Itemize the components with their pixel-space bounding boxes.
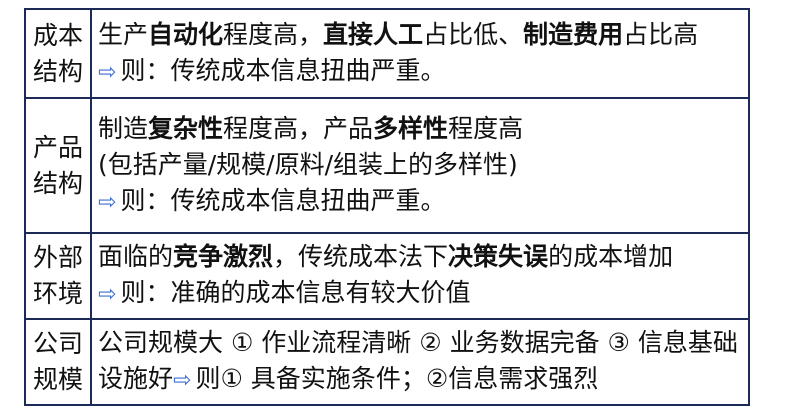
content-text: ，传统成本法下 xyxy=(273,242,449,271)
content-line: 生产自动化程度高，直接人工占比低、制造费用占比高 xyxy=(98,17,744,53)
content-line: ⇨则：传统成本信息扭曲严重。 xyxy=(98,183,744,221)
content-line: 面临的竞争激烈，传统成本法下决策失误的成本增加 xyxy=(98,239,744,275)
content-text: 则：准确的成本信息有较大价值 xyxy=(120,278,471,307)
table-row: 产品 结构 制造复杂性程度高，产品多样性程度高(包括产量/规模/原料/组装上的多… xyxy=(24,97,750,234)
content-text: 程度高 xyxy=(448,113,524,143)
content-line: 公司规模大 ① 作业流程清晰 ② 业务数据完备 ③ 信息基础 xyxy=(98,325,744,361)
row-content: 制造复杂性程度高，产品多样性程度高(包括产量/规模/原料/组装上的多样性)⇨则：… xyxy=(90,97,750,234)
row-label-line: 产品 xyxy=(32,132,83,162)
content-text: 占比低、 xyxy=(423,19,524,49)
row-label: 外部 环境 xyxy=(24,232,92,320)
emphasis-text: 直接人工 xyxy=(323,19,424,49)
factor-table-body: 成本 结构 生产自动化程度高，直接人工占比低、制造费用占比高⇨则：传统成本信息扭… xyxy=(24,8,750,406)
content-text: 则① 具备实施条件；②信息需求强烈 xyxy=(195,364,599,393)
row-content: 生产自动化程度高，直接人工占比低、制造费用占比高⇨则：传统成本信息扭曲严重。 xyxy=(90,8,750,99)
row-label: 公司 规模 xyxy=(24,318,92,406)
content-text: 程度高，产品 xyxy=(223,113,374,143)
content-line: ⇨则：传统成本信息扭曲严重。 xyxy=(98,53,744,91)
table-row: 外部 环境 面临的竞争激烈，传统成本法下决策失误的成本增加⇨则：准确的成本信息有… xyxy=(24,232,750,320)
arrow-right-icon: ⇨ xyxy=(173,368,192,393)
content-text: 生产 xyxy=(98,19,149,49)
emphasis-text: 复杂性 xyxy=(148,113,224,143)
content-line: 设施好⇨则① 具备实施条件；②信息需求强烈 xyxy=(98,361,744,399)
content-text: 制造 xyxy=(98,113,149,143)
content-line: ⇨则：准确的成本信息有较大价值 xyxy=(98,275,744,313)
content-line: (包括产量/规模/原料/组装上的多样性) xyxy=(98,147,744,183)
emphasis-text: 竞争激烈 xyxy=(173,242,274,271)
row-label: 成本 结构 xyxy=(24,8,92,99)
emphasis-text: 自动化 xyxy=(148,19,224,49)
content-text: 则：传统成本信息扭曲严重。 xyxy=(120,55,446,85)
content-text: (包括产量/规模/原料/组装上的多样性) xyxy=(98,149,518,179)
arrow-right-icon: ⇨ xyxy=(98,282,117,307)
factor-table: 成本 结构 生产自动化程度高，直接人工占比低、制造费用占比高⇨则：传统成本信息扭… xyxy=(24,8,750,406)
row-label-line: 环境 xyxy=(32,279,83,308)
row-label-line: 结构 xyxy=(32,168,83,198)
content-text: 的成本增加 xyxy=(548,242,674,271)
row-label-line: 公司 xyxy=(32,329,83,358)
row-content: 公司规模大 ① 作业流程清晰 ② 业务数据完备 ③ 信息基础设施好⇨则① 具备实… xyxy=(90,318,750,406)
table-row: 成本 结构 生产自动化程度高，直接人工占比低、制造费用占比高⇨则：传统成本信息扭… xyxy=(24,8,750,99)
row-label-line: 成本 xyxy=(32,20,83,50)
row-label-line: 外部 xyxy=(32,243,83,272)
emphasis-text: 制造费用 xyxy=(523,19,624,49)
arrow-right-icon: ⇨ xyxy=(98,59,117,85)
content-text: 面临的 xyxy=(98,242,174,271)
emphasis-text: 多样性 xyxy=(373,113,449,143)
content-text: 则：传统成本信息扭曲严重。 xyxy=(120,185,446,215)
content-text: 程度高， xyxy=(223,19,324,49)
factor-table-container: 成本 结构 生产自动化程度高，直接人工占比低、制造费用占比高⇨则：传统成本信息扭… xyxy=(24,8,750,406)
row-label-line: 结构 xyxy=(32,56,83,86)
row-content: 面临的竞争激烈，传统成本法下决策失误的成本增加⇨则：准确的成本信息有较大价值 xyxy=(90,232,750,320)
content-text: 设施好 xyxy=(98,364,174,393)
emphasis-text: 决策失误 xyxy=(448,242,549,271)
arrow-right-icon: ⇨ xyxy=(98,189,117,215)
row-label: 产品 结构 xyxy=(24,97,92,234)
content-text: 公司规模大 ① 作业流程清晰 ② 业务数据完备 ③ 信息基础 xyxy=(98,328,738,357)
row-label-line: 规模 xyxy=(32,365,83,394)
content-text: 占比高 xyxy=(623,19,699,49)
content-line: 制造复杂性程度高，产品多样性程度高 xyxy=(98,111,744,147)
table-row: 公司 规模 公司规模大 ① 作业流程清晰 ② 业务数据完备 ③ 信息基础设施好⇨… xyxy=(24,318,750,406)
